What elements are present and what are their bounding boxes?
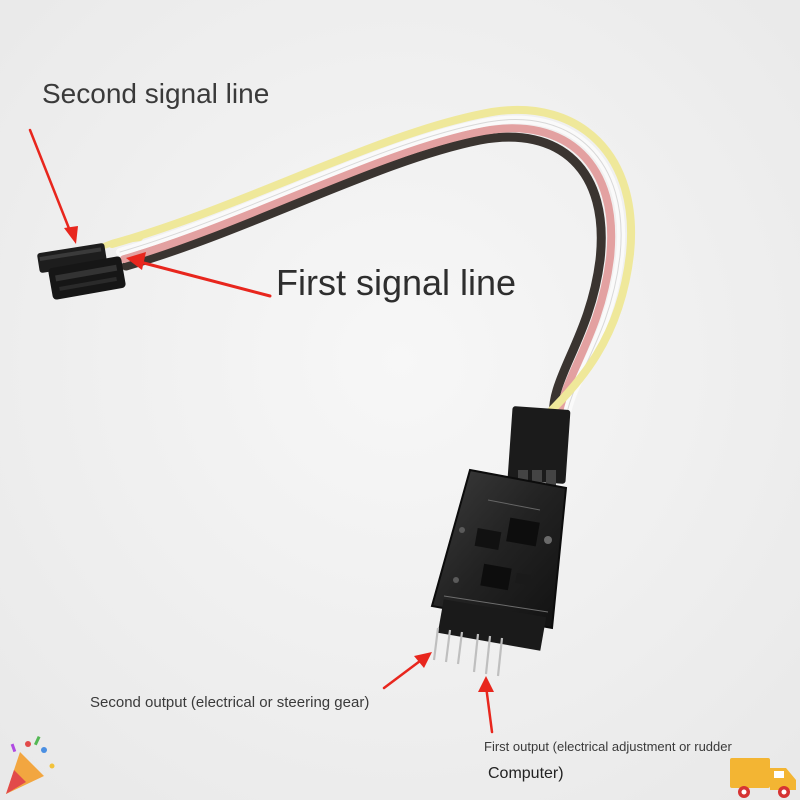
second-signal-connector (37, 243, 107, 273)
party-popper-icon (6, 735, 55, 794)
output-pins (432, 627, 504, 677)
wire-red (120, 124, 616, 424)
arrow-first-signal (138, 260, 272, 298)
wire-white-edge (119, 118, 622, 421)
arrow-first-output (484, 684, 494, 734)
first-output-label-line2: Computer) (488, 765, 564, 782)
arrow-second-output (382, 656, 426, 690)
arrow-second-signal (28, 128, 74, 238)
annotation-arrows (28, 128, 494, 734)
delivery-truck-icon (730, 758, 796, 798)
first-signal-line-label: First signal line (276, 262, 517, 303)
input-connector (507, 406, 571, 488)
wire-second-lead (101, 235, 143, 249)
wire-yellow (108, 105, 636, 424)
servo-cable (101, 105, 636, 425)
second-output-label: Second output (electrical or steering ge… (90, 694, 370, 711)
signal-splitter-board (430, 468, 568, 651)
first-output-label-line1: First output (electrical adjustment or r… (484, 739, 732, 754)
second-signal-line-label: Second signal line (42, 78, 270, 109)
wire-black (121, 132, 606, 425)
first-signal-connector (48, 256, 126, 300)
